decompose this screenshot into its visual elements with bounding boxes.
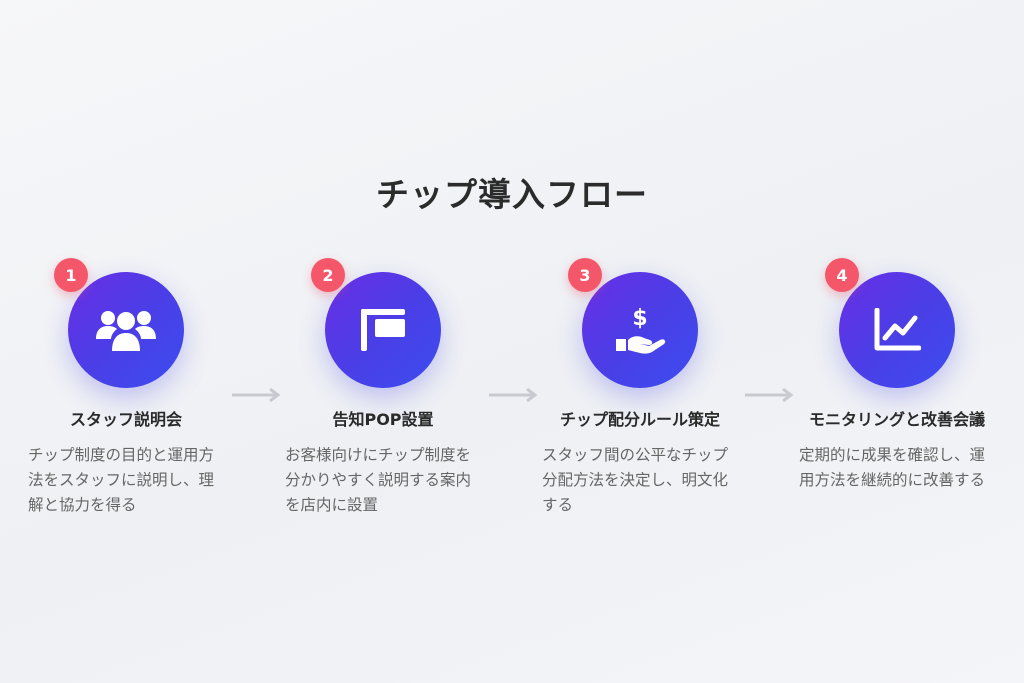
people-group-icon — [96, 307, 156, 353]
svg-text:$: $ — [632, 306, 647, 331]
step-4-circle — [839, 272, 955, 388]
flow-title: チップ導入フロー — [376, 175, 648, 214]
flow-arrow-2 — [489, 387, 539, 403]
step-2-badge: 2 — [311, 258, 345, 292]
hand-dollar-icon: $ — [612, 305, 668, 355]
step-3-circle: $ — [582, 272, 698, 388]
step-4-description: 定期的に成果を確認し、運用方法を継続的に改善する — [799, 446, 986, 489]
step-3-description: スタッフ間の公平なチップ分配方法を決定し、明文化する — [542, 446, 729, 514]
step-4-title: モニタリングと改善会議 — [808, 410, 985, 429]
step-1-title: スタッフ説明会 — [69, 410, 182, 429]
signboard-icon — [359, 307, 407, 353]
step-3-title: チップ配分ルール策定 — [559, 410, 720, 429]
flow-arrow-1 — [232, 387, 282, 403]
step-3-badge: 3 — [568, 258, 602, 292]
flow-arrow-3 — [745, 387, 795, 403]
step-2-title: 告知POP設置 — [332, 410, 434, 429]
step-1-circle — [68, 272, 184, 388]
line-chart-icon — [873, 308, 921, 352]
step-4-badge: 4 — [825, 258, 859, 292]
step-1-description: チップ制度の目的と運用方法をスタッフに説明し、理解と協力を得る — [28, 446, 215, 514]
step-2-description: お客様向けにチップ制度を分かりやすく説明する案内を店内に設置 — [285, 446, 472, 514]
step-2-circle — [325, 272, 441, 388]
step-1-badge: 1 — [54, 258, 88, 292]
